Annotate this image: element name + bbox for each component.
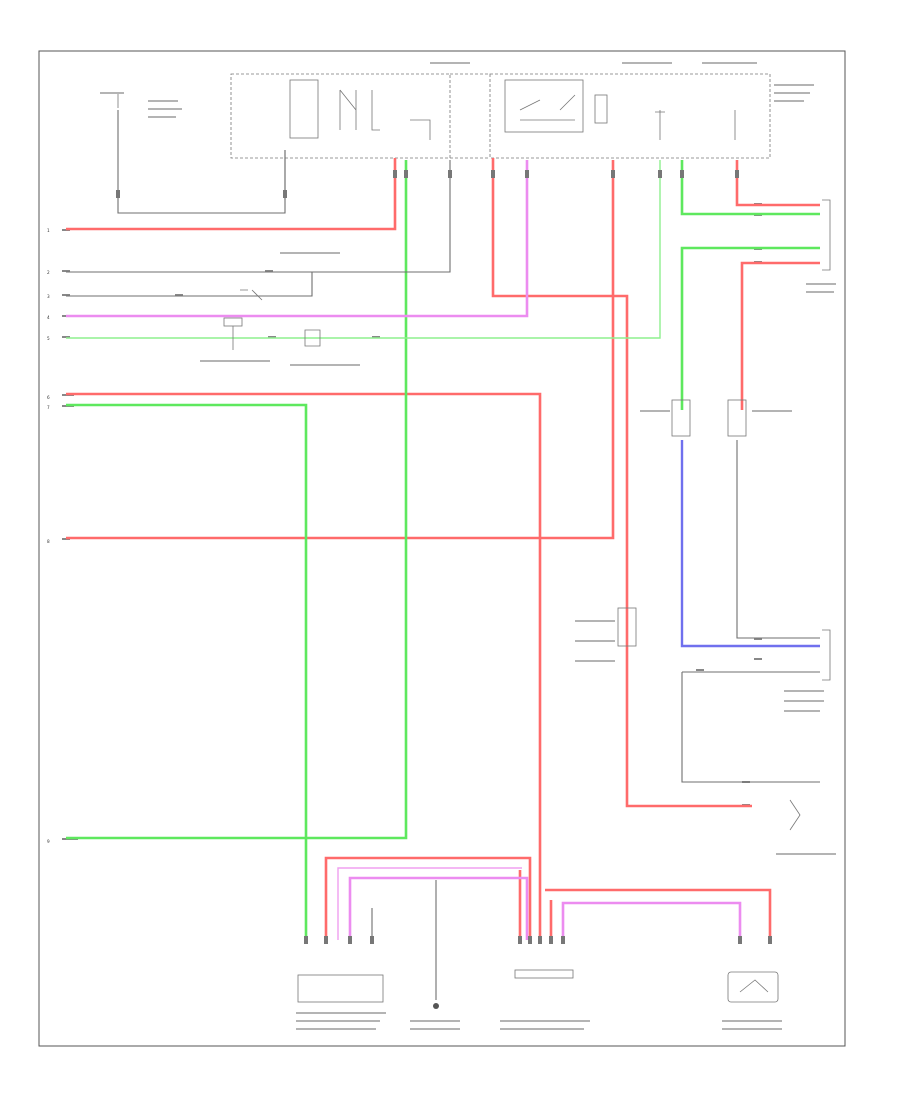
row-number: 2 — [47, 270, 50, 275]
red-wires — [66, 158, 820, 940]
main-relay-block-outline — [230, 73, 451, 159]
magenta-wires — [66, 160, 742, 940]
ecu-outline — [117, 110, 286, 214]
row-numbers: 1 2 3 4 5 6 7 8 9 — [47, 228, 50, 844]
illegible-annotations — [100, 62, 836, 1030]
connector-symbols — [223, 199, 831, 831]
diagram-frame — [38, 50, 846, 1047]
row-number: 8 — [47, 539, 50, 544]
gray-wires — [66, 150, 820, 1000]
row-number: 6 — [47, 395, 50, 400]
terminal-stubs — [116, 170, 772, 944]
wire-code-marks — [62, 203, 762, 840]
right-relay-block-outline — [489, 73, 771, 159]
blue-wire — [680, 440, 820, 648]
bottom-connectors — [297, 969, 779, 1009]
row-number: 4 — [47, 315, 50, 320]
row-number: 7 — [47, 405, 50, 410]
green-wires — [66, 160, 820, 940]
row-number: 1 — [47, 228, 50, 233]
row-number: 3 — [47, 294, 50, 299]
relay-symbols — [289, 79, 736, 140]
row-number: 5 — [47, 336, 50, 341]
row-number: 9 — [47, 839, 50, 844]
